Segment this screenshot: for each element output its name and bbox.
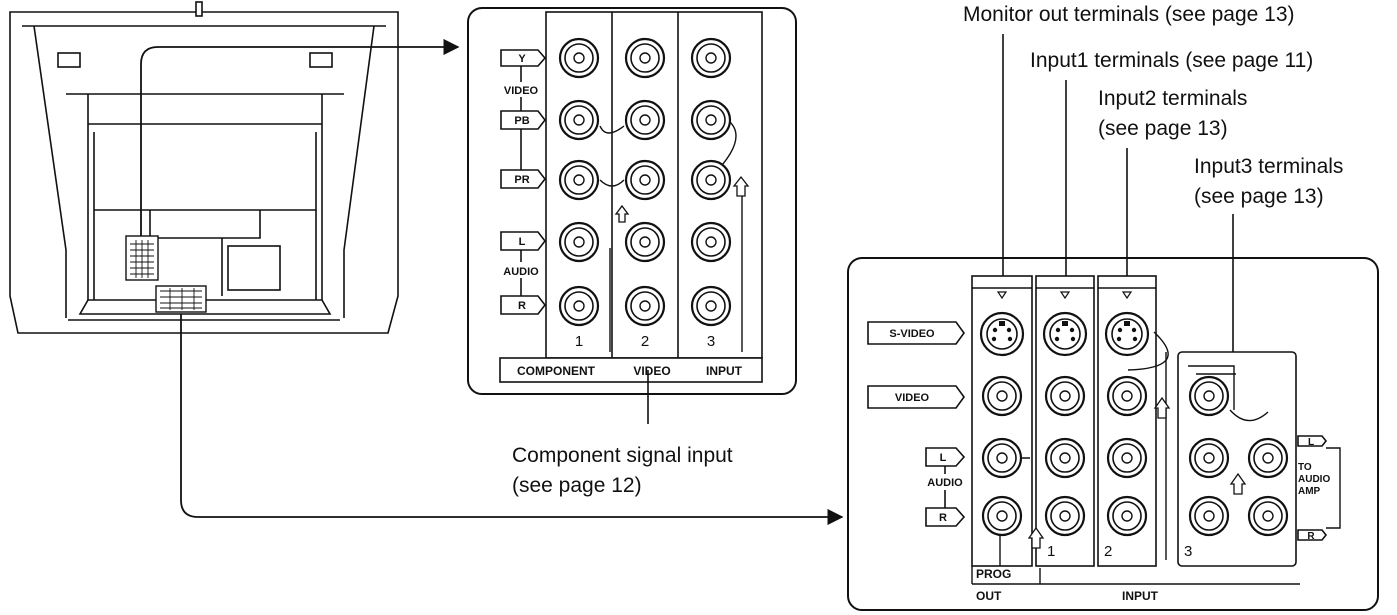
input3-callout-line-1: Input3 terminals	[1194, 155, 1343, 178]
svideo-jack-input2	[1104, 311, 1150, 357]
video-jack-input3	[1188, 437, 1230, 479]
component-jack-c1-r	[558, 285, 600, 327]
terminal-panel: S-VIDEO VIDEO L R AUDIO L R TO AUDIO AMP…	[847, 257, 1379, 611]
link-arrow-icon	[614, 204, 630, 223]
terminal-callout-leaders	[1002, 34, 1234, 352]
component-input-panel: Y PB PR L R VIDEO AUDIO 1 2 3 COMPONENT …	[467, 7, 797, 395]
tag-r: R	[518, 300, 526, 312]
component-jack-c1-pb	[558, 99, 600, 141]
connector-lines	[140, 38, 844, 526]
component-jack-c1-l	[558, 221, 600, 263]
component-jack-c3-pr	[690, 159, 732, 201]
footer-component: COMPONENT	[517, 364, 596, 378]
audio-r-jack-input2	[1106, 495, 1148, 537]
link-arrow-icon	[1027, 526, 1045, 549]
tag-video: VIDEO	[895, 392, 930, 404]
component-jack-c1-y	[558, 37, 600, 79]
tag-l: L	[519, 236, 526, 248]
video-jack-monitor-out	[981, 375, 1023, 417]
component-jack-c2-r	[624, 285, 666, 327]
audio-r-jack-monitor-out	[981, 495, 1023, 537]
input3-s-jack	[1188, 375, 1230, 417]
component-jack-c2-l	[624, 221, 666, 263]
to-audio-amp-line-3: AMP	[1298, 486, 1321, 497]
audio-l-jack-monitor-out	[981, 437, 1023, 479]
column-number-2: 2	[641, 333, 649, 350]
input1-callout: Input1 terminals (see page 11)	[1030, 49, 1313, 72]
tag-s-video: S-VIDEO	[889, 328, 935, 340]
tag-audio-r: R	[939, 512, 947, 524]
svideo-jack-input1	[1042, 311, 1088, 357]
tv-rear-illustration	[9, 1, 399, 334]
audio-out-r-jack	[1247, 495, 1289, 537]
terminal-column-number-3: 3	[1184, 543, 1192, 560]
component-jack-c2-pb	[624, 99, 666, 141]
audio-l-jack-input2	[1106, 437, 1148, 479]
monitor-out-callout: Monitor out terminals (see page 13)	[963, 3, 1295, 26]
video-jack-input1	[1044, 375, 1086, 417]
tag-out-r: R	[1307, 531, 1315, 542]
tag-out-l: L	[1308, 437, 1314, 448]
audio-r-jack-input1	[1044, 495, 1086, 537]
component-jack-c3-y	[690, 37, 732, 79]
component-signal-input-page: (see page 12)	[512, 474, 642, 497]
to-audio-amp-line-2: AUDIO	[1298, 474, 1330, 485]
terminal-column-number-1: 1	[1047, 543, 1055, 560]
input2-callout-line-2: (see page 13)	[1098, 117, 1228, 140]
tag-pb: PB	[514, 115, 529, 127]
to-audio-amp-line-1: TO	[1298, 462, 1312, 473]
input3-callout-line-2: (see page 13)	[1194, 185, 1324, 208]
footer-input: INPUT	[706, 364, 743, 378]
video-jack-input2	[1106, 375, 1148, 417]
footer-video: VIDEO	[633, 364, 670, 378]
component-jack-c3-r	[690, 285, 732, 327]
input2-callout-line-1: Input2 terminals	[1098, 87, 1247, 110]
component-jack-c3-pb	[690, 99, 732, 141]
group-label-audio: AUDIO	[503, 266, 539, 278]
tag-y: Y	[518, 53, 526, 65]
component-jack-c2-y	[624, 37, 666, 79]
component-signal-input-callout: Component signal input	[512, 444, 733, 467]
terminal-column-number-2: 2	[1104, 543, 1112, 560]
column-number-3: 3	[707, 333, 715, 350]
group-label-audio: AUDIO	[927, 477, 963, 489]
audio-out-l-jack	[1247, 437, 1289, 479]
group-label-video: VIDEO	[504, 85, 539, 97]
prog-out-label-bottom: OUT	[976, 589, 1002, 603]
tag-audio-l: L	[940, 452, 947, 464]
tag-pr: PR	[514, 174, 529, 186]
audio-l-jack-input1	[1044, 437, 1086, 479]
component-jack-c3-l	[690, 221, 732, 263]
link-arrow-icon	[732, 175, 750, 197]
link-arrow-icon	[1153, 396, 1171, 419]
audio-l-jack-input3	[1188, 495, 1230, 537]
svideo-jack-monitor-out	[979, 311, 1025, 357]
link-arrow-icon	[1229, 472, 1247, 495]
column-number-1: 1	[575, 333, 583, 350]
component-jack-c2-pr	[624, 159, 666, 201]
component-jack-c1-pr	[558, 159, 600, 201]
input-section-label: INPUT	[1122, 589, 1159, 603]
prog-out-label-top: PROG	[976, 567, 1011, 581]
